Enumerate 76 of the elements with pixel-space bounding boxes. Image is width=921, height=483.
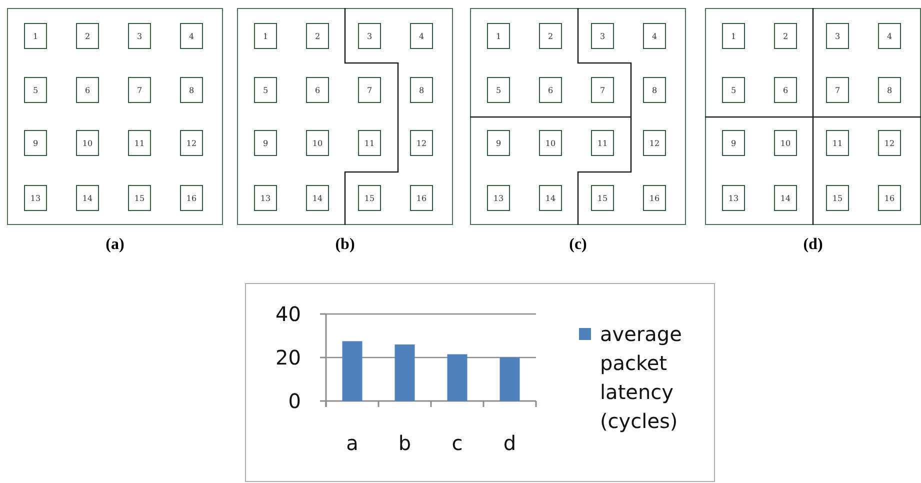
- core-tile: 15: [358, 185, 381, 211]
- core-tile: 9: [722, 130, 745, 156]
- core-tile: 11: [128, 130, 151, 156]
- axis-tick-label: b: [398, 431, 412, 455]
- core-tile: 4: [410, 23, 433, 49]
- core-tile: 4: [643, 23, 666, 49]
- core-tile: 11: [591, 130, 614, 156]
- core-tile: 3: [826, 23, 849, 49]
- panel-caption: (c): [568, 236, 588, 254]
- core-tile: 10: [774, 130, 797, 156]
- core-tile: 14: [76, 185, 99, 211]
- core-tile: 12: [878, 130, 901, 156]
- core-tile: 8: [878, 77, 901, 103]
- core-tile: 1: [254, 23, 277, 49]
- core-tile: 12: [180, 130, 203, 156]
- core-tile: 5: [254, 77, 277, 103]
- core-tile: 15: [128, 185, 151, 211]
- core-tile: 16: [643, 185, 666, 211]
- core-tile: 1: [24, 23, 47, 49]
- core-tile: 7: [826, 77, 849, 103]
- core-tile: 2: [306, 23, 329, 49]
- core-tile: 4: [878, 23, 901, 49]
- core-tile: 10: [539, 130, 562, 156]
- core-tile: 5: [487, 77, 510, 103]
- core-tile: 16: [878, 185, 901, 211]
- core-tile: 1: [722, 23, 745, 49]
- axis-tick-label: 20: [276, 346, 301, 370]
- core-tile: 8: [180, 77, 203, 103]
- core-tile: 6: [774, 77, 797, 103]
- panel-caption: (d): [802, 236, 824, 254]
- core-tile: 13: [722, 185, 745, 211]
- core-tile: 10: [306, 130, 329, 156]
- core-tile: 4: [180, 23, 203, 49]
- core-tile: 16: [410, 185, 433, 211]
- core-tile: 6: [306, 77, 329, 103]
- core-tile: 12: [410, 130, 433, 156]
- core-tile: 2: [539, 23, 562, 49]
- axis-tick-label: c: [452, 431, 463, 455]
- core-tile: 3: [128, 23, 151, 49]
- core-tile: 14: [774, 185, 797, 211]
- panel-caption: (b): [334, 236, 356, 254]
- core-tile: 7: [128, 77, 151, 103]
- core-tile: 6: [539, 77, 562, 103]
- core-tile: 10: [76, 130, 99, 156]
- core-tile: 8: [410, 77, 433, 103]
- core-tile: 14: [306, 185, 329, 211]
- axis-tick-label: 0: [288, 389, 301, 413]
- core-tile: 9: [487, 130, 510, 156]
- core-tile: 6: [76, 77, 99, 103]
- core-tile: 14: [539, 185, 562, 211]
- axis-tick-label: 40: [276, 302, 301, 326]
- core-tile: 3: [591, 23, 614, 49]
- core-tile: 7: [358, 77, 381, 103]
- panel-caption: (a): [104, 236, 126, 254]
- core-tile: 9: [254, 130, 277, 156]
- core-tile: 12: [643, 130, 666, 156]
- core-tile: 5: [722, 77, 745, 103]
- core-tile: 3: [358, 23, 381, 49]
- core-tile: 11: [826, 130, 849, 156]
- core-tile: 1: [487, 23, 510, 49]
- core-tile: 8: [643, 77, 666, 103]
- core-tile: 13: [487, 185, 510, 211]
- legend-label: average packet latency (cycles): [600, 321, 683, 435]
- core-tile: 11: [358, 130, 381, 156]
- core-tile: 15: [591, 185, 614, 211]
- core-tile: 2: [774, 23, 797, 49]
- core-tile: 13: [24, 185, 47, 211]
- core-tile: 2: [76, 23, 99, 49]
- core-tile: 7: [591, 77, 614, 103]
- axis-tick-label: a: [346, 431, 358, 455]
- core-tile: 16: [180, 185, 203, 211]
- axis-tick-label: d: [503, 431, 516, 455]
- core-tile: 15: [826, 185, 849, 211]
- core-tile: 5: [24, 77, 47, 103]
- core-tile: 13: [254, 185, 277, 211]
- core-tile: 9: [24, 130, 47, 156]
